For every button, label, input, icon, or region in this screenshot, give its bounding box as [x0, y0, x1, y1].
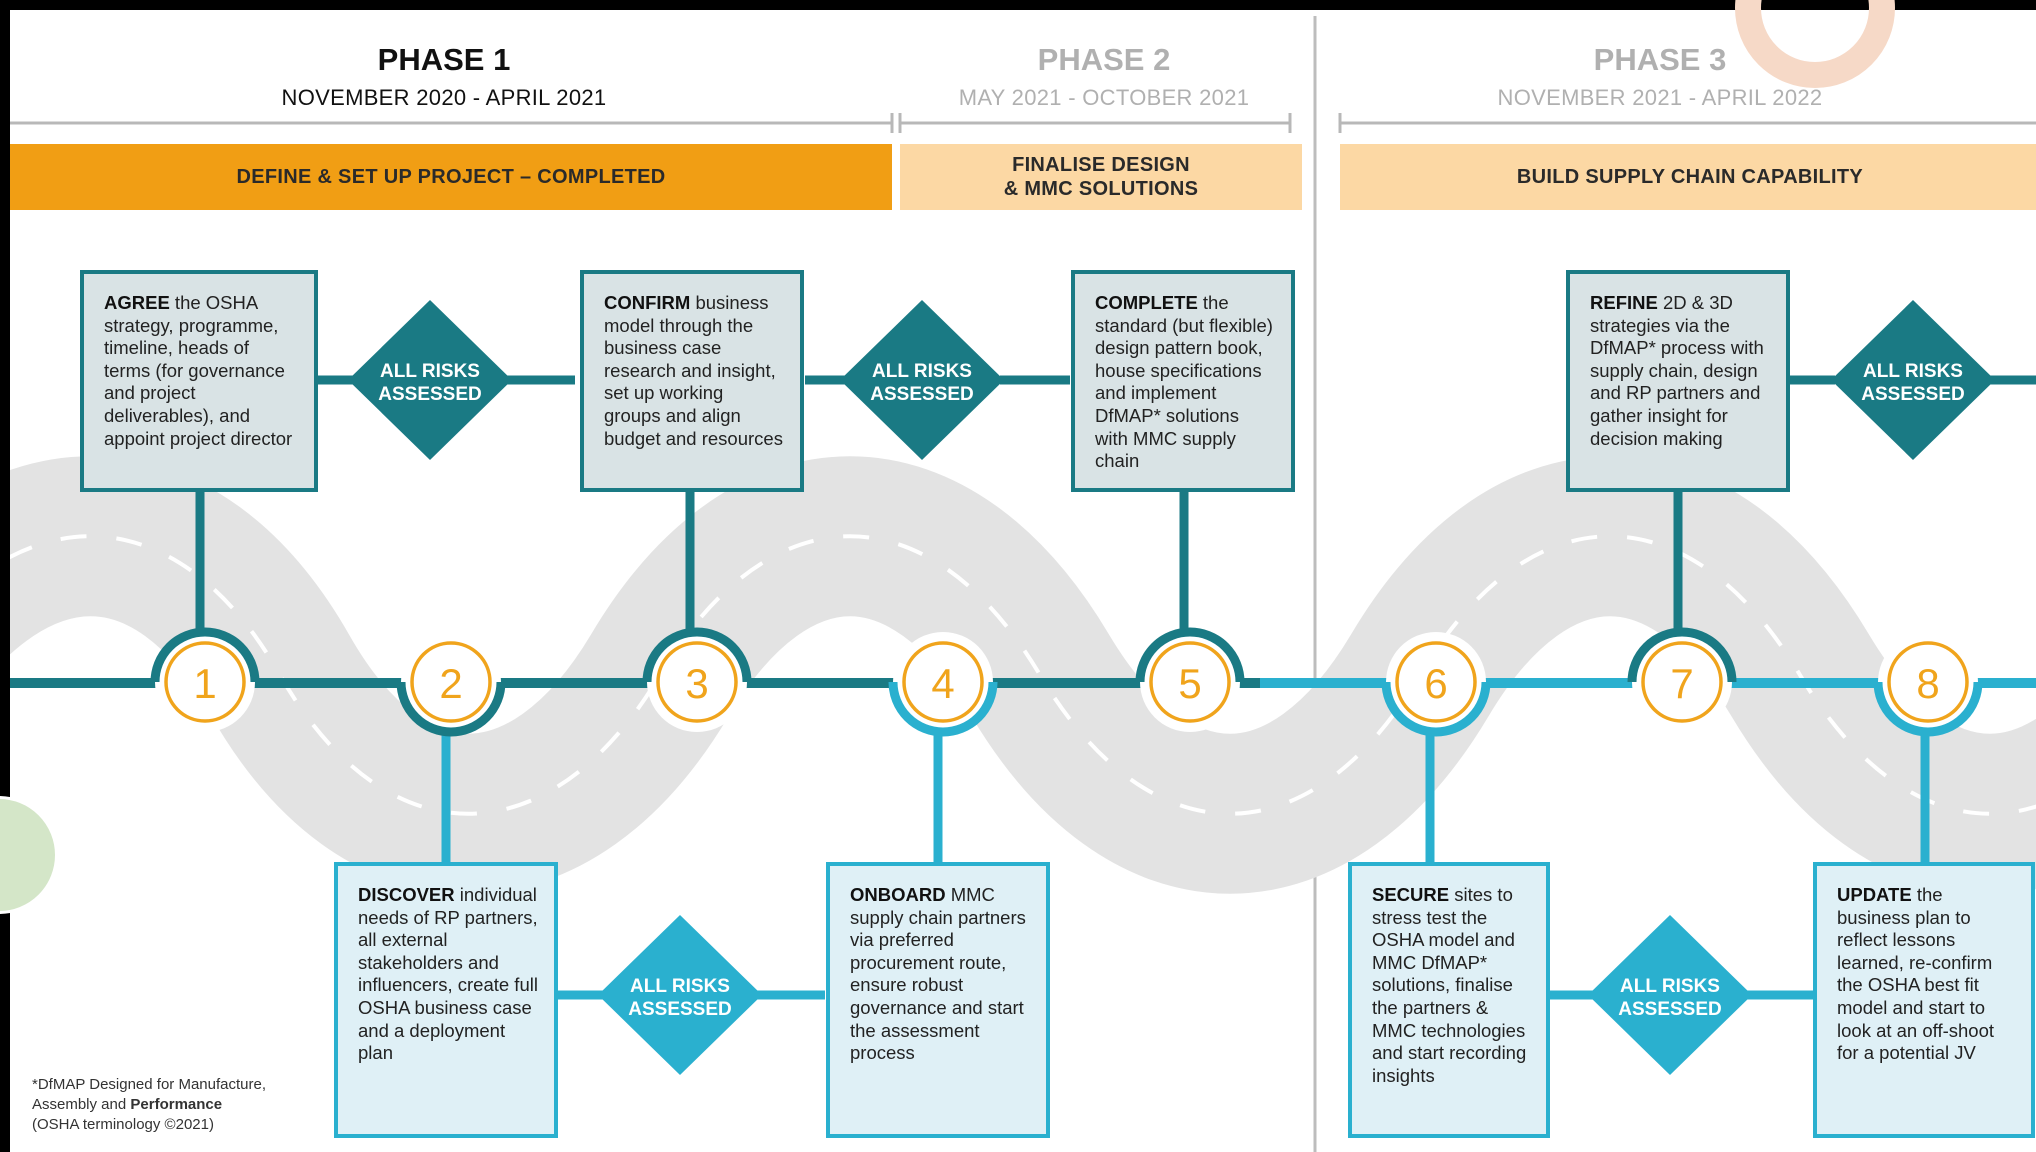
milestone-1: 1	[150, 627, 260, 732]
risk-label-line2: ASSESSED	[1618, 999, 1721, 1020]
step-keyword: COMPLETE	[1095, 292, 1198, 313]
step-text: business model through the business case…	[604, 292, 783, 449]
milestone-number: 5	[1178, 660, 1201, 707]
band-finalise-design-line2: & MMC SOLUTIONS	[1003, 178, 1199, 200]
footnote-line2-prefix: Assembly and	[32, 1096, 131, 1113]
step-keyword: UPDATE	[1837, 884, 1912, 905]
milestone-number: 4	[931, 660, 954, 707]
milestone-8: 8	[1873, 632, 1983, 737]
footnote-line1: *DfMAP Designed for Manufacture,	[32, 1076, 267, 1093]
roadmap-slide: PHASE 1 NOVEMBER 2020 - APRIL 2021 PHASE…	[10, 10, 2036, 1152]
phase-2-dates: MAY 2021 - OCTOBER 2021	[958, 85, 1250, 110]
step-text: individual needs of RP partners, all ext…	[358, 884, 538, 1064]
band-build-supply-chain-label: BUILD SUPPLY CHAIN CAPABILITY	[1516, 166, 1864, 188]
risk-label-line1: ALL RISKS	[1620, 976, 1720, 997]
step-keyword: REFINE	[1590, 292, 1658, 313]
risk-label-line1: ALL RISKS	[380, 361, 480, 382]
step-text: sites to stress test the OSHA model and …	[1372, 884, 1527, 1086]
milestone-5: 5	[1135, 627, 1245, 732]
phase-timeline-brackets	[10, 113, 2036, 133]
risk-label-line2: ASSESSED	[628, 999, 731, 1020]
footnote-line3: (OSHA terminology ©2021)	[32, 1116, 214, 1133]
risk-diamond: ALL RISKS ASSESSED	[1588, 915, 1752, 1075]
risk-diamond: ALL RISKS ASSESSED	[840, 300, 1004, 460]
phase-3-dates: NOVEMBER 2021 - APRIL 2022	[1497, 85, 1823, 110]
milestone-number: 2	[439, 660, 462, 707]
band-finalise-design-line1: FINALISE DESIGN	[1012, 154, 1190, 176]
step-text: MMC supply chain partners via preferred …	[850, 884, 1026, 1064]
band-build-supply-chain: BUILD SUPPLY CHAIN CAPABILITY	[1340, 144, 2036, 210]
step-keyword: AGREE	[104, 292, 170, 313]
step-8-update: UPDATE the business plan to reflect less…	[1813, 862, 2035, 1138]
step-text: 2D & 3D strategies via the DfMAP* proces…	[1590, 292, 1764, 449]
connectors	[195, 375, 2036, 1000]
risk-label-line2: ASSESSED	[1861, 384, 1964, 405]
footnote: *DfMAP Designed for Manufacture, Assembl…	[32, 1075, 266, 1135]
milestone-number: 7	[1670, 660, 1693, 707]
step-6-secure: SECURE sites to stress test the OSHA mod…	[1348, 862, 1550, 1138]
step-7-refine: REFINE 2D & 3D strategies via the DfMAP*…	[1566, 270, 1790, 492]
step-5-complete: COMPLETE the standard (but flexible) des…	[1071, 270, 1295, 492]
band-define-setup: DEFINE & SET UP PROJECT – COMPLETED	[10, 144, 892, 210]
risk-diamond: ALL RISKS ASSESSED	[598, 915, 762, 1075]
risk-diamond: ALL RISKS ASSESSED	[348, 300, 512, 460]
risk-label-line2: ASSESSED	[378, 384, 481, 405]
risk-diamond: ALL RISKS ASSESSED	[1831, 300, 1995, 460]
phase-2-title: PHASE 2	[1037, 42, 1171, 77]
step-3-confirm: CONFIRM business model through the busin…	[580, 270, 804, 492]
band-define-setup-label: DEFINE & SET UP PROJECT – COMPLETED	[236, 166, 666, 188]
step-text: the standard (but flexible) design patte…	[1095, 292, 1273, 472]
risk-label-line1: ALL RISKS	[630, 976, 730, 997]
risk-label-line1: ALL RISKS	[1863, 361, 1963, 382]
milestone-6: 6	[1381, 632, 1491, 737]
phase-1-dates: NOVEMBER 2020 - APRIL 2021	[281, 85, 607, 110]
milestone-number: 3	[685, 660, 708, 707]
step-keyword: SECURE	[1372, 884, 1450, 905]
step-keyword: CONFIRM	[604, 292, 691, 313]
footnote-line2: Assembly and Performance	[32, 1095, 266, 1115]
milestone-4: 4	[888, 632, 998, 737]
road	[10, 456, 2036, 894]
band-finalise-design: FINALISE DESIGN & MMC SOLUTIONS	[900, 144, 1302, 210]
roadmap-graphics: ALL RISKS ASSESSED ALL RISKS ASSESSED AL…	[10, 16, 2036, 1152]
risk-label-line2: ASSESSED	[870, 384, 973, 405]
step-text: the business plan to reflect lessons lea…	[1837, 884, 1995, 1064]
step-keyword: DISCOVER	[358, 884, 455, 905]
phase-3-title: PHASE 3	[1593, 42, 1727, 77]
milestone-number: 8	[1916, 660, 1939, 707]
milestone-2: 2	[396, 632, 506, 737]
milestone-7: 7	[1627, 627, 1737, 732]
milestone-3: 3	[642, 627, 752, 732]
milestone-number: 6	[1424, 660, 1447, 707]
risk-label-line1: ALL RISKS	[872, 361, 972, 382]
step-1-agree: AGREE the OSHA strategy, programme, time…	[80, 270, 318, 492]
step-4-onboard: ONBOARD MMC supply chain partners via pr…	[826, 862, 1050, 1138]
footnote-line2-bold: Performance	[130, 1096, 223, 1113]
phase-1-title: PHASE 1	[377, 42, 511, 77]
step-text: the OSHA strategy, programme, timeline, …	[104, 292, 293, 449]
milestone-number: 1	[193, 660, 216, 707]
step-keyword: ONBOARD	[850, 884, 946, 905]
step-2-discover: DISCOVER individual needs of RP partners…	[334, 862, 558, 1138]
